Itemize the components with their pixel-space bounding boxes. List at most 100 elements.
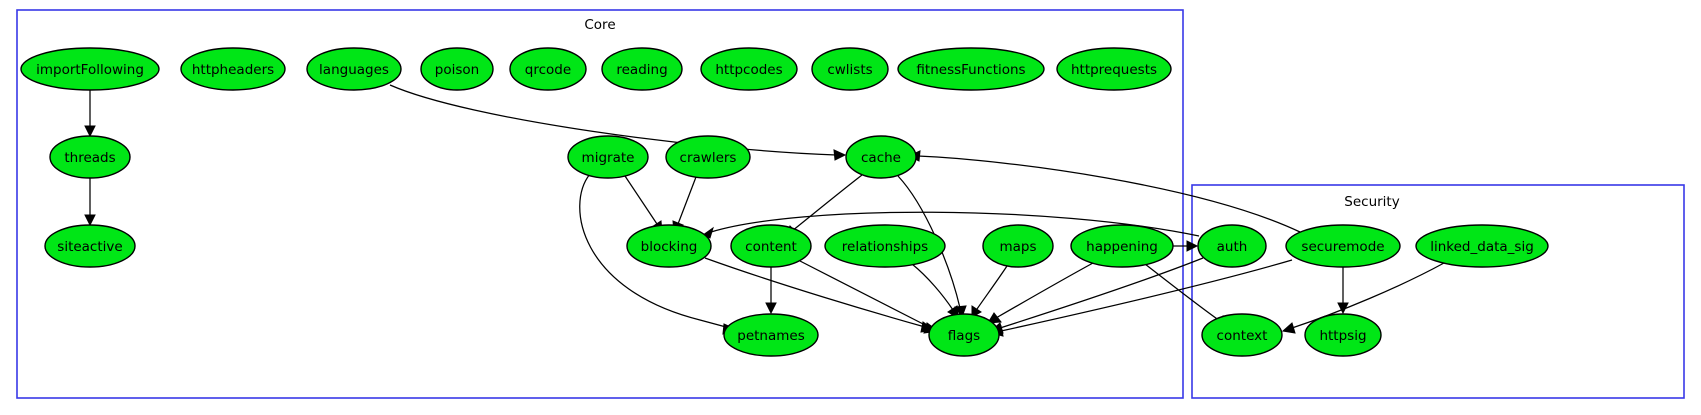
node-threads[interactable]: threads <box>49 135 131 179</box>
node-shape-crawlers[interactable] <box>665 135 751 179</box>
edge-line <box>995 262 1094 319</box>
edge-line <box>624 175 658 225</box>
node-label-securemode: securemode <box>1301 239 1384 255</box>
node-petnames[interactable]: petnames <box>723 313 819 357</box>
node-importFollowing[interactable]: importFollowing <box>20 47 160 91</box>
edge-content-to-petnames <box>765 267 777 315</box>
node-shape-reading[interactable] <box>601 47 683 91</box>
arrowhead-icon <box>84 125 96 138</box>
edge-languages-to-cache <box>389 84 847 161</box>
node-shape-context[interactable] <box>1201 313 1283 357</box>
edge-line <box>911 263 954 311</box>
node-happening[interactable]: happening <box>1070 224 1174 268</box>
node-crawlers[interactable]: crawlers <box>665 135 751 179</box>
node-shape-fitnessFunctions[interactable] <box>897 47 1045 91</box>
node-label-httpheaders: httpheaders <box>192 62 274 78</box>
node-cwlists[interactable]: cwlists <box>811 47 889 91</box>
edge-happening-to-flags <box>987 262 1094 324</box>
node-shape-languages[interactable] <box>306 47 402 91</box>
edge-line <box>791 174 863 232</box>
node-label-migrate: migrate <box>582 150 635 166</box>
node-label-threads: threads <box>64 150 115 166</box>
node-shape-auth[interactable] <box>1197 224 1267 268</box>
node-auth[interactable]: auth <box>1197 224 1267 268</box>
node-shape-importFollowing[interactable] <box>20 47 160 91</box>
node-shape-blocking[interactable] <box>626 224 712 268</box>
edge-line <box>1144 263 1221 322</box>
node-label-qrcode: qrcode <box>525 62 571 78</box>
node-label-importFollowing: importFollowing <box>36 62 144 78</box>
cluster-core: Core <box>16 9 1184 399</box>
node-label-content: content <box>745 239 797 255</box>
node-label-poison: poison <box>435 62 479 78</box>
edge-line <box>677 176 697 225</box>
node-siteactive[interactable]: siteactive <box>44 224 136 268</box>
node-shape-cache[interactable] <box>845 135 917 179</box>
edge-happening-to-auth <box>1173 240 1199 252</box>
cluster-label-security: Security <box>1344 194 1399 210</box>
node-blocking[interactable]: blocking <box>626 224 712 268</box>
node-shape-poison[interactable] <box>420 47 494 91</box>
edge-line <box>579 173 727 328</box>
node-httprequests[interactable]: httprequests <box>1056 47 1172 91</box>
node-label-httprequests: httprequests <box>1071 62 1157 78</box>
node-linked_data_sig[interactable]: linked_data_sig <box>1415 224 1549 268</box>
node-shape-maps[interactable] <box>982 224 1054 268</box>
node-content[interactable]: content <box>730 224 812 268</box>
edge-threads-to-siteactive <box>84 178 96 227</box>
node-qrcode[interactable]: qrcode <box>509 47 587 91</box>
node-httpheaders[interactable]: httpheaders <box>180 47 286 91</box>
arrowhead-icon <box>1281 322 1296 334</box>
node-layer: importFollowing httpheaders languages poiso… <box>20 47 1549 357</box>
edge-line <box>917 155 1301 233</box>
node-shape-httpsig[interactable] <box>1304 313 1382 357</box>
node-shape-siteactive[interactable] <box>44 224 136 268</box>
node-label-flags: flags <box>948 328 980 344</box>
arrowhead-icon <box>765 302 777 315</box>
node-poison[interactable]: poison <box>420 47 494 91</box>
node-maps[interactable]: maps <box>982 224 1054 268</box>
node-label-siteactive: siteactive <box>57 239 122 255</box>
node-label-languages: languages <box>319 62 389 78</box>
node-httpsig[interactable]: httpsig <box>1304 313 1382 357</box>
node-shape-cwlists[interactable] <box>811 47 889 91</box>
arrowhead-icon <box>987 312 1002 324</box>
node-label-maps: maps <box>999 239 1036 255</box>
node-label-reading: reading <box>616 62 667 78</box>
node-shape-petnames[interactable] <box>723 313 819 357</box>
node-shape-httprequests[interactable] <box>1056 47 1172 91</box>
node-label-petnames: petnames <box>737 328 805 344</box>
node-securemode[interactable]: securemode <box>1285 224 1401 268</box>
node-httpcodes[interactable]: httpcodes <box>700 47 798 91</box>
node-shape-flags[interactable] <box>928 313 1000 357</box>
node-shape-httpcodes[interactable] <box>700 47 798 91</box>
node-label-fitnessFunctions: fitnessFunctions <box>916 62 1025 78</box>
node-shape-threads[interactable] <box>49 135 131 179</box>
edge-line <box>389 84 837 156</box>
node-shape-httpheaders[interactable] <box>180 47 286 91</box>
node-shape-happening[interactable] <box>1070 224 1174 268</box>
cluster-label-core: Core <box>584 17 615 33</box>
cluster-border-core <box>16 9 1184 399</box>
node-context[interactable]: context <box>1201 313 1283 357</box>
node-languages[interactable]: languages <box>306 47 402 91</box>
node-shape-content[interactable] <box>730 224 812 268</box>
node-reading[interactable]: reading <box>601 47 683 91</box>
edge-line <box>704 257 926 328</box>
node-relationships[interactable]: relationships <box>824 224 946 268</box>
node-flags[interactable]: flags <box>928 313 1000 357</box>
arrowhead-icon <box>84 214 96 227</box>
node-label-auth: auth <box>1217 239 1248 255</box>
node-cache[interactable]: cache <box>845 135 917 179</box>
node-shape-linked_data_sig[interactable] <box>1415 224 1549 268</box>
node-shape-relationships[interactable] <box>824 224 946 268</box>
node-shape-qrcode[interactable] <box>509 47 587 91</box>
node-fitnessFunctions[interactable]: fitnessFunctions <box>897 47 1045 91</box>
node-shape-securemode[interactable] <box>1285 224 1401 268</box>
arrowhead-icon <box>1186 240 1199 252</box>
arrowhead-icon <box>954 305 967 319</box>
node-migrate[interactable]: migrate <box>567 135 649 179</box>
node-label-context: context <box>1217 328 1268 344</box>
node-shape-migrate[interactable] <box>567 135 649 179</box>
